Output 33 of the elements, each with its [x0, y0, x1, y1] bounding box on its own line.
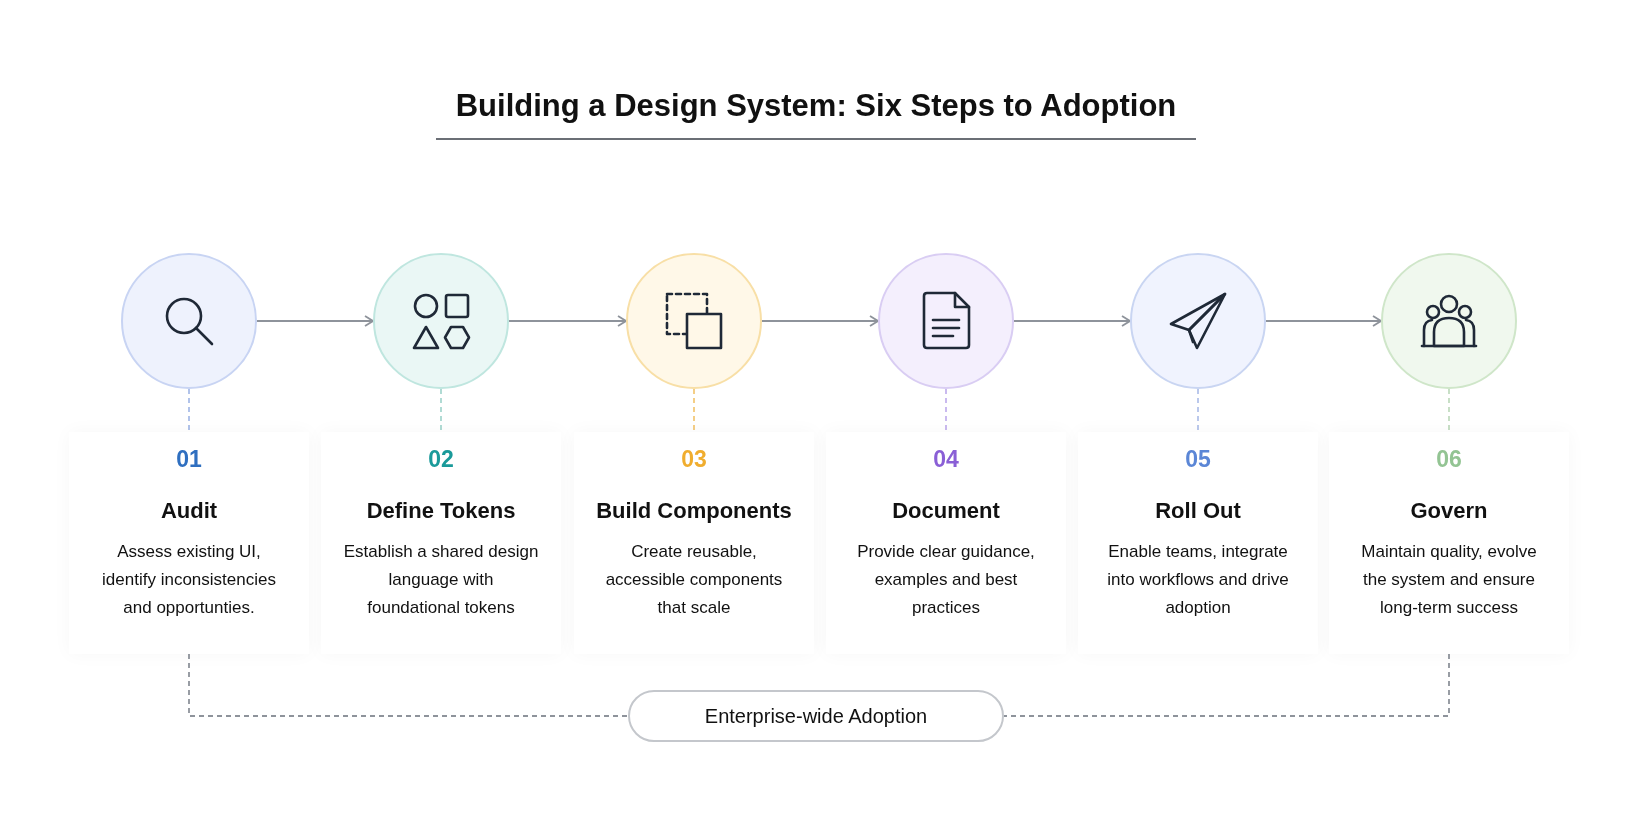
step-description: Assess existing UI, identify inconsistencies and opportunties.	[101, 541, 277, 619]
step-description: Maintain quality, evolve the system and ensure long-term success	[1360, 541, 1538, 619]
step-description: Establish a shared design language with foundational tokens	[342, 541, 540, 619]
step-number: 03	[681, 446, 707, 473]
arrow	[256, 315, 374, 327]
step-number: 02	[428, 446, 454, 473]
step-title: Define Tokens	[366, 498, 516, 524]
step-title: Govern	[1410, 498, 1488, 524]
arrow	[1265, 315, 1382, 327]
step-number: 06	[1436, 446, 1462, 473]
dashed-connector	[693, 388, 695, 433]
step-number: 05	[1185, 446, 1211, 473]
dashed-connector	[1448, 388, 1450, 433]
dashed-connector	[945, 388, 947, 433]
step-title: Document	[892, 498, 1000, 524]
dashed-connector	[188, 388, 190, 433]
step-description: Enable teams, integrate into workflows and drive adoption	[1106, 541, 1290, 619]
step-title: Build Components	[596, 498, 792, 524]
dashed-connector	[440, 388, 442, 433]
step-number: 04	[933, 446, 959, 473]
step-description: Provide clear guidance, examples and best practices	[856, 541, 1036, 619]
step-number: 01	[176, 446, 202, 473]
title: Building a Design System: Six Steps to Adoption	[436, 88, 1196, 140]
step-title: Roll Out	[1155, 498, 1241, 524]
dashed-connector	[188, 653, 629, 717]
dashed-connector	[1003, 653, 1450, 717]
arrow	[508, 315, 627, 327]
dashed-connector	[1197, 388, 1199, 433]
step-description: Create reusable, accessible components that scale	[604, 541, 784, 619]
arrow	[1013, 315, 1131, 327]
adoption-pill: Enterprise-wide Adoption	[628, 690, 1004, 742]
step-title: Audit	[160, 498, 218, 524]
arrow	[761, 315, 879, 327]
